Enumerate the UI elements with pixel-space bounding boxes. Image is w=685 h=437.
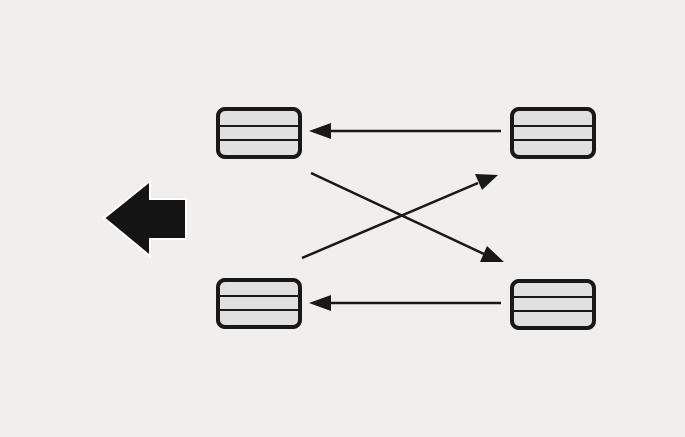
connection-bottom-left-to-top-right [301,181,479,260]
tire-icon [510,107,596,159]
tire-bottom-right [510,279,596,330]
tire-bottom-left [216,278,302,329]
arrowhead-bottom-right [480,246,504,262]
tire-icon [216,278,302,329]
left-arrow-icon [102,178,187,259]
tire-top-right [510,107,596,159]
arrowhead-top-left [309,123,331,139]
tire-icon [510,279,596,330]
connection-top-left-to-bottom-right [310,171,485,256]
connections [301,123,504,311]
tire-icon [216,107,302,159]
arrowhead-bottom-left [309,295,331,311]
tire-top-left [216,107,302,159]
arrowhead-top-right [475,174,498,190]
